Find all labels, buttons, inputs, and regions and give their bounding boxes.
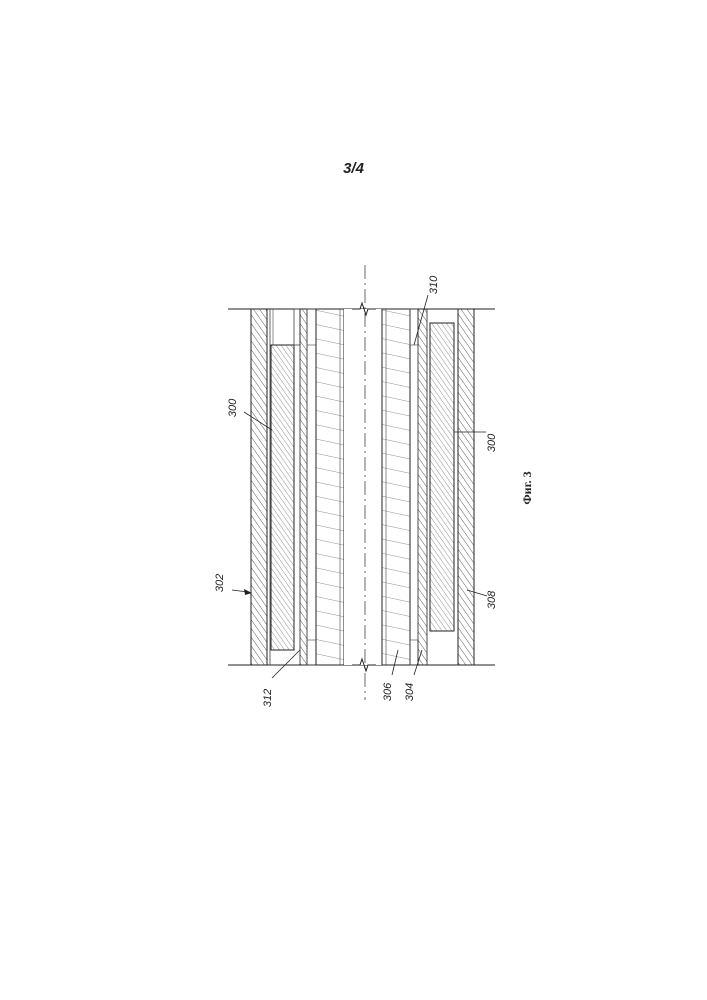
label-308: 308 (486, 590, 498, 609)
block-300-right (430, 323, 454, 631)
center-bore (344, 309, 382, 665)
spacer-312-top (294, 309, 300, 345)
label-300-right: 300 (486, 433, 498, 452)
label-302: 302 (214, 574, 226, 592)
leader-312 (272, 650, 300, 678)
thin-wall-304 (418, 309, 427, 665)
thin-wall-left (300, 309, 307, 665)
gap-strip-310-top (410, 309, 418, 345)
label-304: 304 (404, 683, 416, 701)
outer-wall-left (251, 309, 267, 665)
label-306: 306 (382, 682, 394, 701)
outer-wall-308 (458, 309, 474, 665)
label-300-left: 300 (227, 398, 239, 417)
figure-caption: Фиг. 3 (520, 471, 534, 504)
label-312: 312 (262, 689, 274, 707)
block-300-left (271, 345, 294, 650)
gap-strip-left-top (307, 309, 316, 345)
gap-strip-310-bottom (410, 640, 418, 665)
gap-strip-left-bottom (307, 640, 316, 665)
label-310: 310 (428, 275, 440, 294)
